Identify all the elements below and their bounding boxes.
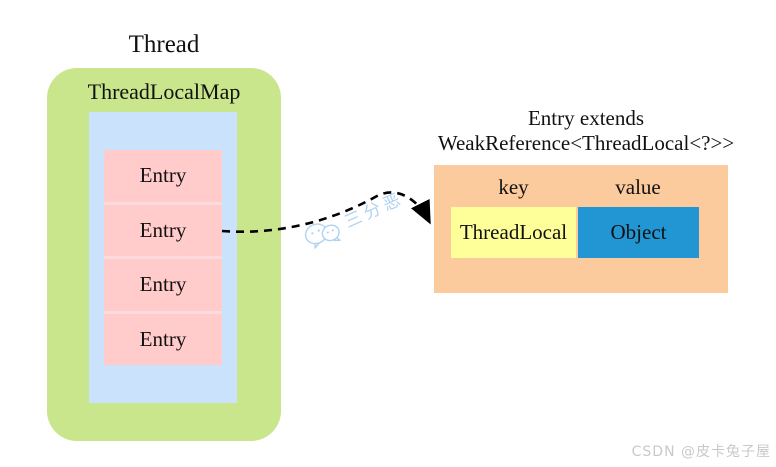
watermark: 三分恶 [299,183,410,256]
watermark-text: 三分恶 [341,188,408,233]
caption-line-1: Entry extends [527,106,645,130]
caption-line-2: WeakReference<ThreadLocal<?>> [437,131,735,155]
footer-credit: CSDN @皮卡兔子屋 [631,444,771,460]
wechat-icon [304,223,341,249]
entry-row: Entry [104,256,222,311]
entry-extends-caption: Entry extends WeakReference<ThreadLocal<… [416,106,756,156]
entry-row: Entry [139,163,187,188]
entry-row: Entry [104,310,222,366]
key-label: key [498,175,529,199]
threadlocal-key-cell: ThreadLocal [451,207,576,258]
value-label: value [615,175,661,199]
entry-list: Entry Entry Entry Entry [104,150,222,365]
object-value-cell: Object [578,207,699,258]
entry-row: Entry [104,201,222,257]
thread-title: Thread [128,31,200,58]
threadlocalmap-label: ThreadLocalMap [87,79,241,104]
